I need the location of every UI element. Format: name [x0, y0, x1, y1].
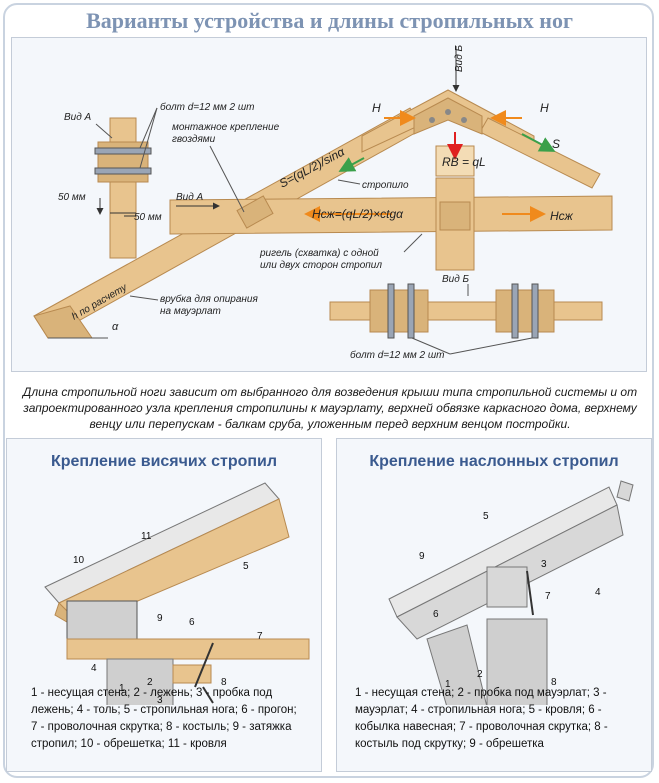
- dim-50-vertical-label: 50 мм: [58, 192, 86, 203]
- svg-text:2: 2: [147, 677, 153, 688]
- rafter-diagram-svg: Вид А болт d=12 мм 2 шт 50 мм 50 мм Вид …: [33, 44, 613, 361]
- legend-line: костыль под скрутку; 9 - обрешетка: [355, 738, 544, 750]
- right-rafter: [479, 117, 601, 189]
- sill: [172, 664, 212, 684]
- force-h-left-label: H: [372, 101, 381, 115]
- hanging-rafters-legend: 1 - несущая стена; 2 - лежень; 3 - пробк…: [31, 685, 297, 753]
- crossbar-line1: ригель (схватка) с одной: [259, 248, 379, 259]
- svg-text:6: 6: [433, 609, 439, 620]
- rb-block: [435, 145, 475, 177]
- bolt-bottom-label: болт d=12 мм 2 шт: [350, 349, 444, 361]
- svg-text:9: 9: [157, 613, 163, 624]
- bolt-top-label: болт d=12 мм 2 шт: [160, 101, 254, 113]
- legend-line: кобылка навесная; 7 - проволочная скрутк…: [355, 721, 608, 733]
- svg-text:1: 1: [445, 679, 451, 690]
- wall-block: [486, 618, 548, 705]
- nail-mount-line2: гвоздями: [172, 134, 216, 145]
- svg-text:3: 3: [541, 559, 547, 570]
- ridge-plate: [413, 97, 483, 135]
- view-a-label: Вид А: [64, 112, 92, 123]
- force-s-rafter-arrow: [338, 157, 365, 172]
- view-a-arrow-label: Вид А: [176, 192, 204, 203]
- inclined-rafters-legend: 1 - несущая стена; 2 - пробка под мауэрл…: [355, 685, 608, 753]
- legend-line: лежень; 4 - толь; 5 - стропильная нога; …: [31, 704, 297, 716]
- force-hsj-label: Hсж: [550, 209, 574, 223]
- legend-line: стропил; 10 - обрешетка; 11 - кровля: [31, 738, 227, 750]
- svg-text:11: 11: [141, 531, 152, 542]
- svg-text:7: 7: [545, 591, 551, 602]
- hanging-rafters-title: Крепление висячих стропил: [50, 453, 278, 470]
- legend-line: мауэрлат; 4 - стропильная нога; 5 - кров…: [355, 704, 602, 716]
- rafter-plate: [236, 195, 274, 229]
- formula-rb: RB = qL: [442, 155, 486, 169]
- tie-plate: [66, 600, 138, 642]
- rafter-length-diagram: Вид А болт d=12 мм 2 шт 50 мм 50 мм Вид …: [11, 37, 647, 372]
- view-a-post: [109, 117, 137, 259]
- inclined-rafters-panel: Крепление наслонных стропил 1 2 3 4 5 6 …: [336, 438, 652, 772]
- svg-text:4: 4: [595, 587, 601, 598]
- hanging-rafters-panel: Крепление висячих стропил 1 2 3 4 5 6 7 …: [6, 438, 322, 772]
- formula-hsj: Hсж=(qL/2)×ctgα: [312, 207, 404, 221]
- view-a-detail: [94, 117, 152, 259]
- notch-line1: врубка для опирания: [160, 293, 258, 305]
- alpha-label: α: [112, 321, 119, 333]
- legend-line: 1 - несущая стена; 2 - пробка под мауэрл…: [355, 687, 607, 699]
- svg-text:7: 7: [257, 631, 263, 642]
- crossbar-line2: или двух сторон стропил: [260, 260, 382, 271]
- view-b-label: Вид Б: [454, 44, 465, 72]
- purlin: [66, 638, 310, 660]
- force-h-right-label: H: [540, 101, 549, 115]
- svg-text:9: 9: [419, 551, 425, 562]
- inclined-rafters-title: Крепление наслонных стропил: [369, 453, 619, 470]
- force-s-arrow: [521, 133, 556, 152]
- view-b-plate-right: [495, 289, 555, 333]
- svg-text:8: 8: [551, 677, 557, 688]
- wall-right: [426, 624, 488, 705]
- inclined-rafters-svg: 1 2 3 4 5 6 7 8 9: [388, 480, 634, 705]
- nail-plate: [439, 201, 471, 231]
- notch-line2: на мауэрлат: [160, 306, 221, 317]
- svg-text:4: 4: [91, 663, 97, 674]
- view-b-lower-label: Вид Б: [442, 274, 470, 285]
- spike: [202, 686, 214, 704]
- mauerlat: [486, 566, 528, 608]
- view-a-bolt-2: [94, 167, 152, 175]
- rafter-label: стропило: [362, 180, 409, 191]
- svg-text:10: 10: [73, 555, 85, 566]
- svg-text:8: 8: [221, 677, 227, 688]
- svg-text:5: 5: [483, 511, 489, 522]
- hanging-rafters-svg: 1 2 3 4 5 6 7 8 9 10 11: [44, 482, 310, 705]
- svg-text:3: 3: [157, 695, 163, 705]
- view-a-bolt-1: [94, 147, 152, 155]
- wire-twist: [194, 642, 214, 688]
- svg-text:6: 6: [189, 617, 195, 628]
- page-title: Варианты устройства и длины стропильных …: [86, 8, 573, 33]
- nail-mount-line1: монтажное крепление: [172, 122, 280, 133]
- svg-text:1: 1: [119, 683, 125, 694]
- force-s-label: S: [552, 137, 560, 151]
- legend-line: 7 - проволочная скрутка; 8 - костыль; 9 …: [31, 721, 292, 733]
- svg-text:5: 5: [243, 561, 249, 572]
- description-text: Длина стропильной ноги зависит от выбран…: [22, 385, 638, 431]
- dim-50-horizontal-label: 50 мм: [134, 212, 162, 223]
- svg-text:2: 2: [477, 669, 483, 680]
- legend-line: 1 - несущая стена; 2 - лежень; 3 - пробк…: [31, 687, 273, 699]
- view-b-plate-left: [369, 289, 429, 333]
